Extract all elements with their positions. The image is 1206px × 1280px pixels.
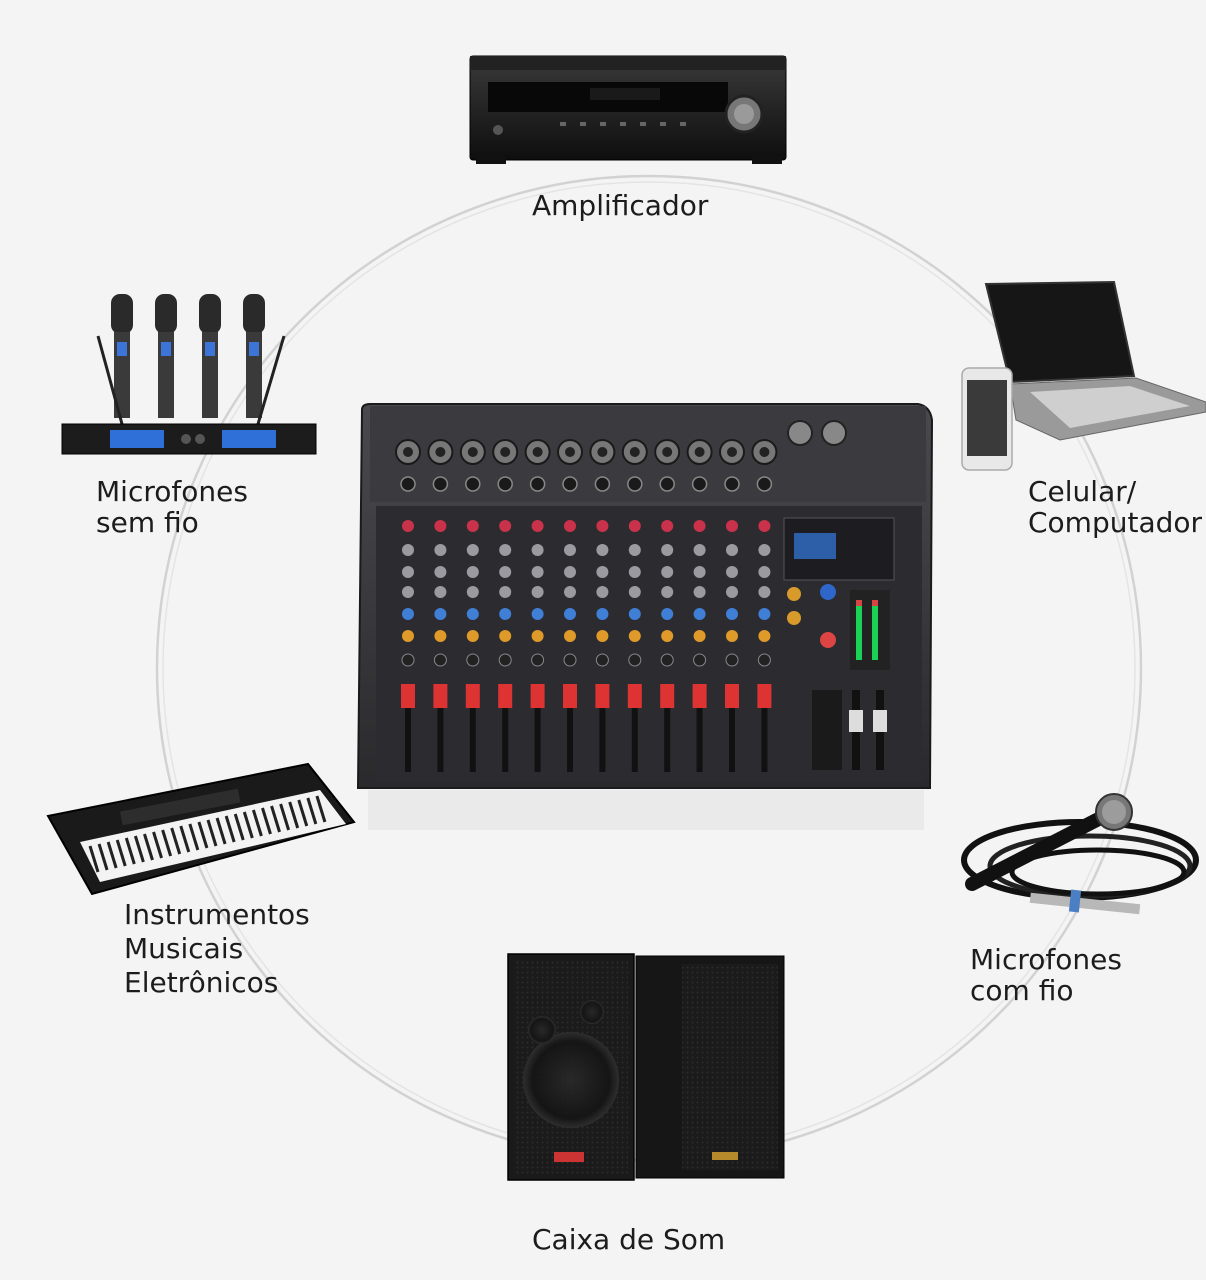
label-instrumentos-musicais: Instrumentos Musicais Eletrônicos: [124, 898, 310, 999]
label-celular-computador: Celular/ Computador: [1028, 475, 1203, 539]
mixer-channels: [395, 439, 778, 772]
wired-microphone-icon: [961, 793, 1199, 915]
label-amplificador: Amplificador: [532, 189, 709, 222]
amplifier-icon: [469, 55, 787, 164]
label-caixa-de-som: Caixa de Som: [532, 1223, 726, 1256]
label-microfones-com-fio: Microfones com fio: [970, 943, 1122, 1007]
speakers-icon: [507, 953, 785, 1181]
label-microfones-sem-fio: Microfones sem fio: [96, 475, 248, 539]
laptop-phone-icon: [961, 280, 1206, 471]
keyboard-icon: [46, 762, 356, 896]
wireless-microphones-icon: [61, 294, 317, 455]
mixer-icon: [356, 403, 934, 830]
